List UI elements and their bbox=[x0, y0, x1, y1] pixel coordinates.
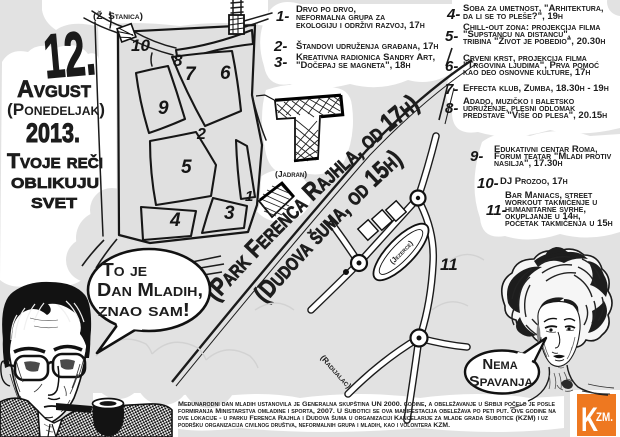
svg-text:11-: 11- bbox=[486, 202, 507, 219]
svg-text:5-: 5- bbox=[445, 28, 458, 45]
svg-text:"Trgovina ljudima", Prva pomoć: "Trgovina ljudima", Prva pomoć bbox=[463, 60, 599, 71]
svg-text:Tvoje reči: Tvoje reči bbox=[7, 150, 103, 173]
svg-text:To je: To je bbox=[102, 260, 147, 280]
svg-text:4: 4 bbox=[169, 210, 181, 231]
svg-text:Effecta klub, Zumba, 18.30h -: Effecta klub, Zumba, 18.30h - 19h bbox=[463, 83, 609, 94]
svg-text:1-: 1- bbox=[276, 8, 289, 25]
svg-text:K: K bbox=[581, 401, 598, 437]
svg-text:Crveni krst, projekcija filma: Crveni krst, projekcija filma bbox=[463, 53, 587, 64]
svg-text:Avgust: Avgust bbox=[17, 76, 92, 103]
svg-text:tribina "Život je pobedio", 20: tribina "Život je pobedio", 20.30h bbox=[463, 35, 605, 47]
svg-text:workout takmičenje u: workout takmičenje u bbox=[505, 197, 597, 208]
svg-text:"Dočepaj se magneta", 18h: "Dočepaj se magneta", 18h bbox=[296, 60, 411, 71]
svg-text:4-: 4- bbox=[446, 6, 460, 23]
svg-text:znao sam!: znao sam! bbox=[98, 300, 190, 320]
svg-text:"Supstancu na distancu",: "Supstancu na distancu", bbox=[463, 29, 570, 40]
svg-text:podršku organizacija civilnog: podršku organizacija civilnog društva, n… bbox=[178, 421, 450, 429]
svg-text:da li se to pleše?", 19h: da li se to pleše?", 19h bbox=[463, 11, 563, 22]
svg-text:Chill-out zona: projekcija fil: Chill-out zona: projekcija filma bbox=[463, 22, 600, 33]
svg-text:11: 11 bbox=[440, 255, 458, 274]
svg-text:3: 3 bbox=[224, 203, 235, 224]
svg-text:Međunarodni dan mladih ustanov: Međunarodni dan mladih ustanovila je Gen… bbox=[178, 400, 556, 408]
svg-text:1: 1 bbox=[245, 188, 253, 205]
svg-text:Spavanja: Spavanja bbox=[469, 373, 533, 390]
svg-text:ekologiju i održivi razvoj, 17: ekologiju i održivi razvoj, 17h bbox=[296, 20, 425, 31]
svg-text:8: 8 bbox=[173, 51, 183, 70]
svg-text:okupljanje u 14h,: okupljanje u 14h, bbox=[505, 211, 581, 222]
svg-text:oblikuju: oblikuju bbox=[11, 170, 99, 193]
svg-text:DJ Prozoo, 17h: DJ Prozoo, 17h bbox=[500, 176, 568, 187]
svg-text:2013.: 2013. bbox=[26, 118, 80, 148]
svg-text:(Ž. Stanica): (Ž. Stanica) bbox=[93, 10, 143, 21]
svg-text:9: 9 bbox=[158, 98, 169, 119]
svg-text:9-: 9- bbox=[470, 148, 483, 165]
svg-text:(Jadran): (Jadran) bbox=[275, 169, 307, 179]
svg-text:10: 10 bbox=[131, 36, 150, 55]
svg-text:kao deo osnovne kulture, 17h: kao deo osnovne kulture, 17h bbox=[463, 67, 590, 78]
svg-text:Nema: Nema bbox=[482, 356, 517, 373]
svg-text:(Ponedeljak): (Ponedeljak) bbox=[7, 100, 105, 119]
svg-text:neformalna grupa za: neformalna grupa za bbox=[296, 12, 385, 23]
svg-text:Kreativna radionica Sandry Art: Kreativna radionica Sandry Art, bbox=[296, 52, 435, 63]
svg-text:5: 5 bbox=[181, 157, 192, 178]
svg-text:Bar Maniacs, street: Bar Maniacs, street bbox=[505, 190, 593, 201]
svg-text:formiranja Ministarstva omladi: formiranja Ministarstva omladine i sport… bbox=[178, 407, 556, 415]
svg-text:početak takmičenja u 15h: početak takmičenja u 15h bbox=[505, 218, 613, 229]
svg-text:ZM.: ZM. bbox=[596, 410, 613, 424]
svg-text:6: 6 bbox=[220, 63, 231, 84]
svg-text:Štandovi udruženja građana, 17: Štandovi udruženja građana, 17h bbox=[296, 40, 438, 52]
svg-text:8-: 8- bbox=[445, 100, 458, 117]
svg-text:nasilja", 17.30h: nasilja", 17.30h bbox=[494, 158, 563, 169]
svg-text:12.: 12. bbox=[41, 19, 98, 92]
svg-text:Edukativni centar Roma,: Edukativni centar Roma, bbox=[494, 144, 598, 155]
svg-text:10-: 10- bbox=[477, 175, 499, 192]
svg-text:2-: 2- bbox=[273, 38, 287, 55]
svg-text:Dan Mladih,: Dan Mladih, bbox=[97, 280, 203, 300]
svg-text:humanitarne svrhe,: humanitarne svrhe, bbox=[505, 204, 586, 215]
svg-text:Forum teatar "Mladi protiv: Forum teatar "Mladi protiv bbox=[494, 151, 612, 162]
svg-text:3-: 3- bbox=[274, 54, 287, 71]
svg-text:7: 7 bbox=[185, 64, 197, 85]
svg-text:dve lokacije - u parku Ferenca: dve lokacije - u parku Ferenca Rajhla i … bbox=[178, 414, 548, 422]
svg-text:svet: svet bbox=[31, 190, 77, 213]
svg-text:udruženje, plesni odlomak: udruženje, plesni odlomak bbox=[463, 103, 575, 114]
svg-text:2: 2 bbox=[196, 126, 206, 143]
svg-text:6-: 6- bbox=[445, 58, 458, 75]
svg-text:Drvo po drvo,: Drvo po drvo, bbox=[296, 4, 356, 15]
svg-text:Soba za umetnost, "Arhitektura: Soba za umetnost, "Arhitektura, bbox=[463, 3, 604, 14]
svg-text:7-: 7- bbox=[445, 81, 458, 98]
svg-text:Adado, muzičko i baletsko: Adado, muzičko i baletsko bbox=[463, 96, 575, 107]
svg-text:predstave "Više od plesa", 20.: predstave "Više od plesa", 20.15h bbox=[463, 110, 607, 121]
